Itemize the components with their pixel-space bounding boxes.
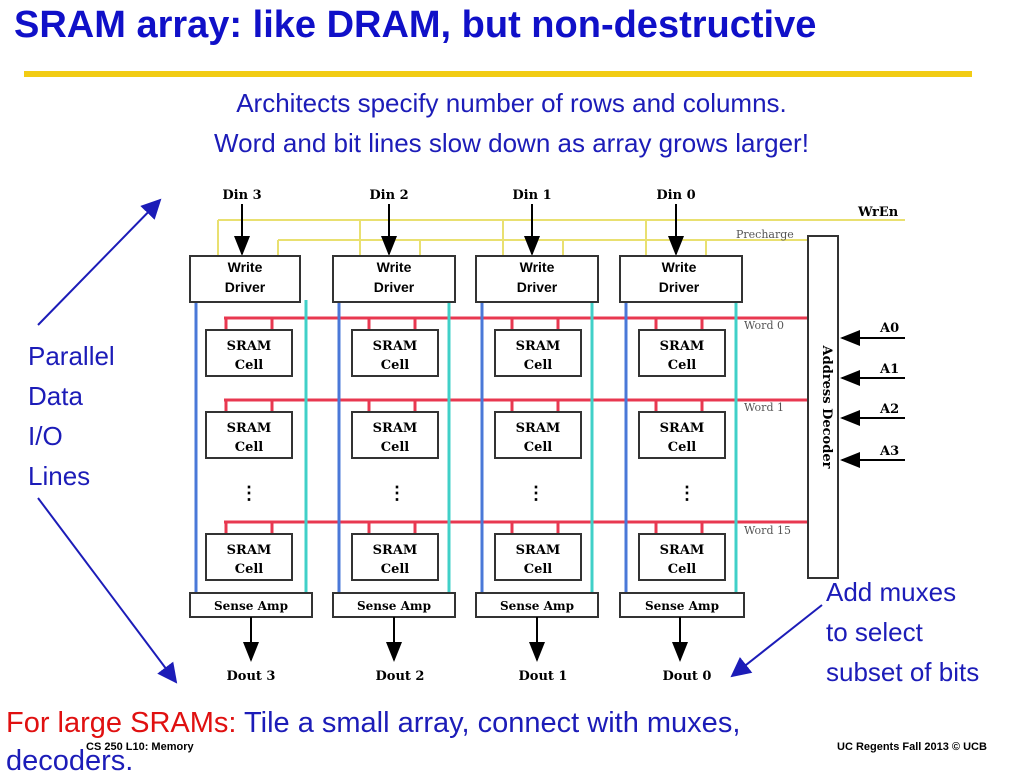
title-underline [24, 71, 972, 77]
address-decoder-box [807, 235, 839, 579]
write-driver-label: Driver [517, 279, 558, 295]
write-driver-label: Driver [225, 279, 266, 295]
sram-cell-label: SRAM [373, 543, 418, 558]
subtitle-line-2: Word and bit lines slow down as array gr… [214, 128, 809, 158]
sram-cell-label: Cell [668, 358, 697, 373]
dout-label: Dout 3 [227, 669, 276, 684]
address-inputs [840, 330, 905, 468]
din-label: Din 0 [656, 188, 695, 203]
footer-course: CS 250 L10: Memory [86, 741, 194, 753]
din-label: Din 3 [222, 188, 261, 203]
mux-note-line: Add muxes [826, 577, 957, 607]
side-label-line: Lines [28, 461, 91, 491]
mux-note: Add muxes to select subset of bits [826, 572, 979, 692]
column-0: Din 0 Write Driver SRAM Cell SRAM Cell ⋮… [619, 188, 745, 684]
address-decoder-label: Address Decoder [819, 345, 834, 469]
sram-cell-label: Cell [524, 562, 553, 577]
mux-note-line: subset of bits [826, 657, 980, 687]
sram-cell-label: SRAM [660, 421, 705, 436]
write-driver-label: Write [662, 259, 697, 275]
sram-cell-label: SRAM [227, 339, 272, 354]
write-driver-label: Driver [374, 279, 415, 295]
side-label-line: Data [28, 381, 83, 411]
din-label: Din 2 [369, 188, 408, 203]
bottom-red-text: For large SRAMs: [6, 707, 237, 739]
addr-a2-label: A2 [879, 402, 899, 417]
sense-amp-label: Sense Amp [357, 599, 431, 613]
parallel-io-label: Parallel Data I/O Lines [28, 336, 115, 496]
ellipsis: ⋮ [678, 483, 696, 503]
precharge-label: Precharge [736, 228, 794, 241]
dout-label: Dout 0 [663, 669, 712, 684]
sram-cell-label: SRAM [516, 339, 561, 354]
sram-cell-label: SRAM [516, 421, 561, 436]
mux-arrow [730, 604, 823, 678]
ellipsis: ⋮ [240, 483, 258, 503]
sram-cell-label: Cell [381, 440, 410, 455]
column-1: Din 1 Write Driver SRAM Cell SRAM Cell ⋮… [475, 188, 599, 684]
sram-cell-label: Cell [668, 562, 697, 577]
sram-cell-label: Cell [524, 440, 553, 455]
din-label: Din 1 [512, 188, 551, 203]
write-driver-label: Write [377, 259, 412, 275]
sram-cell-label: Cell [381, 562, 410, 577]
wren-label: WrEn [857, 205, 899, 220]
column-3: Din 3 Write Driver SRAM Cell SRAM Cell ⋮… [189, 188, 313, 684]
io-arrow-down [37, 497, 178, 684]
sense-amp-label: Sense Amp [214, 599, 288, 613]
word-0-label: Word 0 [744, 319, 784, 332]
sram-cell-label: SRAM [373, 339, 418, 354]
sram-cell-label: Cell [235, 440, 264, 455]
word-1-label: Word 1 [744, 401, 784, 414]
mux-note-line: to select [826, 617, 923, 647]
write-driver-label: Write [228, 259, 263, 275]
write-driver-label: Driver [659, 279, 700, 295]
slide-title: SRAM array: like DRAM, but non-destructi… [14, 4, 817, 46]
side-label-line: Parallel [28, 341, 115, 371]
sram-cell-label: SRAM [516, 543, 561, 558]
ellipsis: ⋮ [388, 483, 406, 503]
addr-a1-label: A1 [879, 362, 899, 377]
dout-label: Dout 2 [376, 669, 425, 684]
subtitle-line-1: Architects specify number of rows and co… [236, 88, 787, 118]
sense-amp-label: Sense Amp [645, 599, 719, 613]
control-lines [217, 219, 905, 258]
ellipsis: ⋮ [527, 483, 545, 503]
sense-amp-label: Sense Amp [500, 599, 574, 613]
sram-cell-label: SRAM [660, 543, 705, 558]
dout-label: Dout 1 [519, 669, 568, 684]
word-15-label: Word 15 [744, 524, 791, 537]
sram-cell-label: Cell [524, 358, 553, 373]
sram-cell-label: Cell [235, 358, 264, 373]
sram-cell-label: SRAM [373, 421, 418, 436]
sram-cell-label: Cell [668, 440, 697, 455]
word-lines [224, 316, 808, 524]
sram-cell-label: SRAM [660, 339, 705, 354]
io-arrow-up [37, 198, 162, 326]
sram-cell-label: SRAM [227, 421, 272, 436]
sram-cell-label: Cell [381, 358, 410, 373]
column-2: Din 2 Write Driver SRAM Cell SRAM Cell ⋮… [332, 188, 456, 684]
write-driver-label: Write [520, 259, 555, 275]
addr-a0-label: A0 [879, 321, 899, 336]
sram-cell-label: SRAM [227, 543, 272, 558]
bottom-blue-text: Tile a small array, connect with muxes, [236, 707, 741, 739]
bottom-statement: For large SRAMs: Tile a small array, con… [6, 704, 740, 780]
side-label-line: I/O [28, 421, 63, 451]
addr-a3-label: A3 [879, 444, 899, 459]
sram-cell-label: Cell [235, 562, 264, 577]
footer-copyright: UC Regents Fall 2013 © UCB [837, 741, 987, 753]
